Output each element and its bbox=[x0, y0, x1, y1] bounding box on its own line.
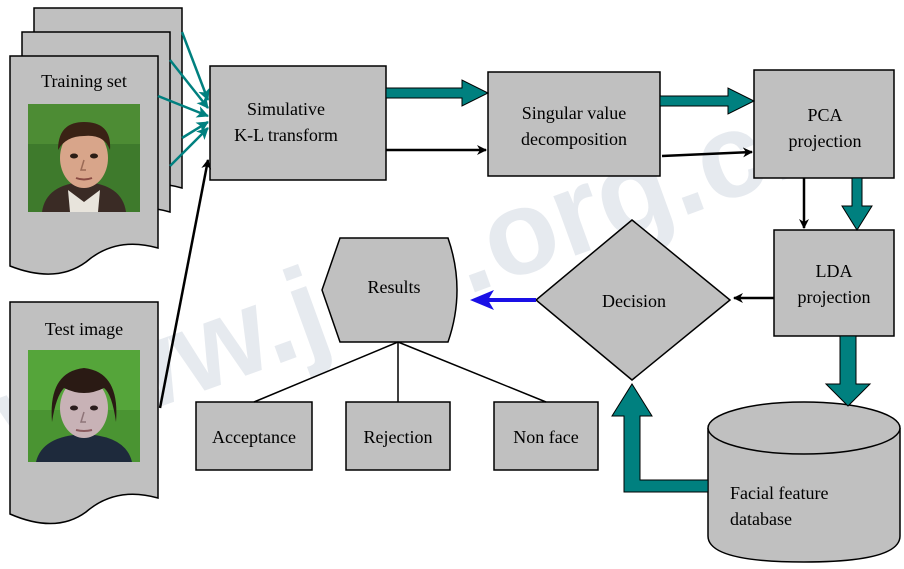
svd-to-pca-black-arrow bbox=[661, 147, 753, 158]
decision-to-results-arrow bbox=[470, 290, 536, 310]
decision-diamond bbox=[534, 219, 732, 381]
database-to-decision-teal-arrow bbox=[611, 383, 709, 493]
acceptance-box bbox=[195, 401, 313, 471]
pca-box bbox=[753, 69, 895, 179]
non-face-box bbox=[493, 401, 599, 471]
connector-non-face bbox=[397, 341, 547, 403]
test-to-kl-arrow bbox=[158, 159, 212, 409]
svd-box bbox=[487, 71, 661, 177]
teal-fan-arrows bbox=[157, 31, 210, 167]
lda-to-database-teal-arrow bbox=[824, 335, 872, 407]
teal-block-arrows bbox=[385, 79, 873, 493]
teal-arrow-4 bbox=[181, 120, 209, 140]
face-icon bbox=[28, 350, 140, 462]
pca-to-lda-teal-arrow bbox=[841, 177, 873, 231]
teal-arrow-1 bbox=[180, 31, 210, 101]
database-top bbox=[707, 401, 901, 455]
training-face-photo bbox=[28, 104, 140, 212]
results-connectors bbox=[253, 341, 547, 403]
svd-to-pca-teal-arrow bbox=[659, 87, 756, 115]
test-face-photo bbox=[28, 350, 140, 462]
black-arrows bbox=[386, 145, 809, 303]
results-display bbox=[321, 237, 458, 343]
lda-box bbox=[773, 229, 895, 337]
simulative-kl-box bbox=[209, 65, 387, 181]
rejection-box bbox=[345, 401, 451, 471]
kl-to-svd-teal-arrow bbox=[385, 79, 490, 107]
teal-arrow-3 bbox=[157, 94, 209, 118]
database-body bbox=[707, 428, 901, 563]
connector-acceptance bbox=[253, 341, 399, 403]
teal-arrow-2 bbox=[169, 59, 209, 109]
blue-arrow-head bbox=[470, 290, 494, 310]
teal-arrow-5 bbox=[169, 127, 209, 167]
database-cylinder bbox=[707, 401, 901, 563]
face-icon bbox=[28, 104, 140, 212]
